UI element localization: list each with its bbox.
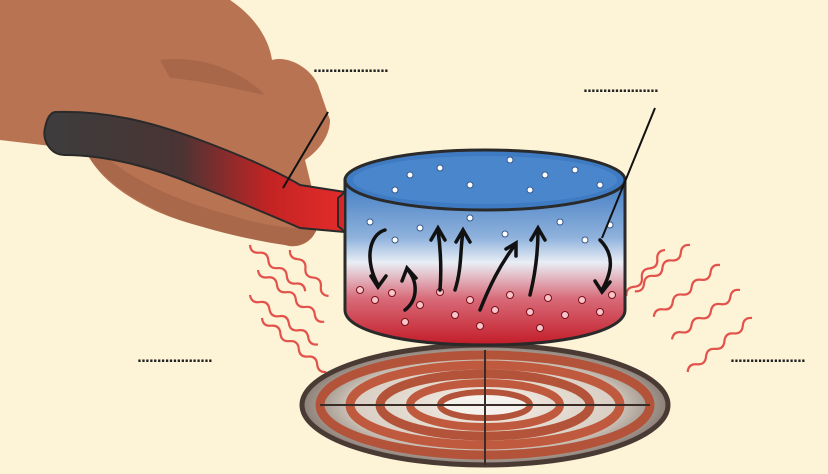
burner [302, 345, 668, 465]
right-heat-label-blank: ................... [730, 352, 805, 366]
handle-label-blank: ................... [313, 62, 388, 76]
left-heat-label-blank: ................... [137, 352, 212, 366]
saucepan [338, 150, 625, 345]
water-label-blank: ................... [583, 82, 658, 96]
